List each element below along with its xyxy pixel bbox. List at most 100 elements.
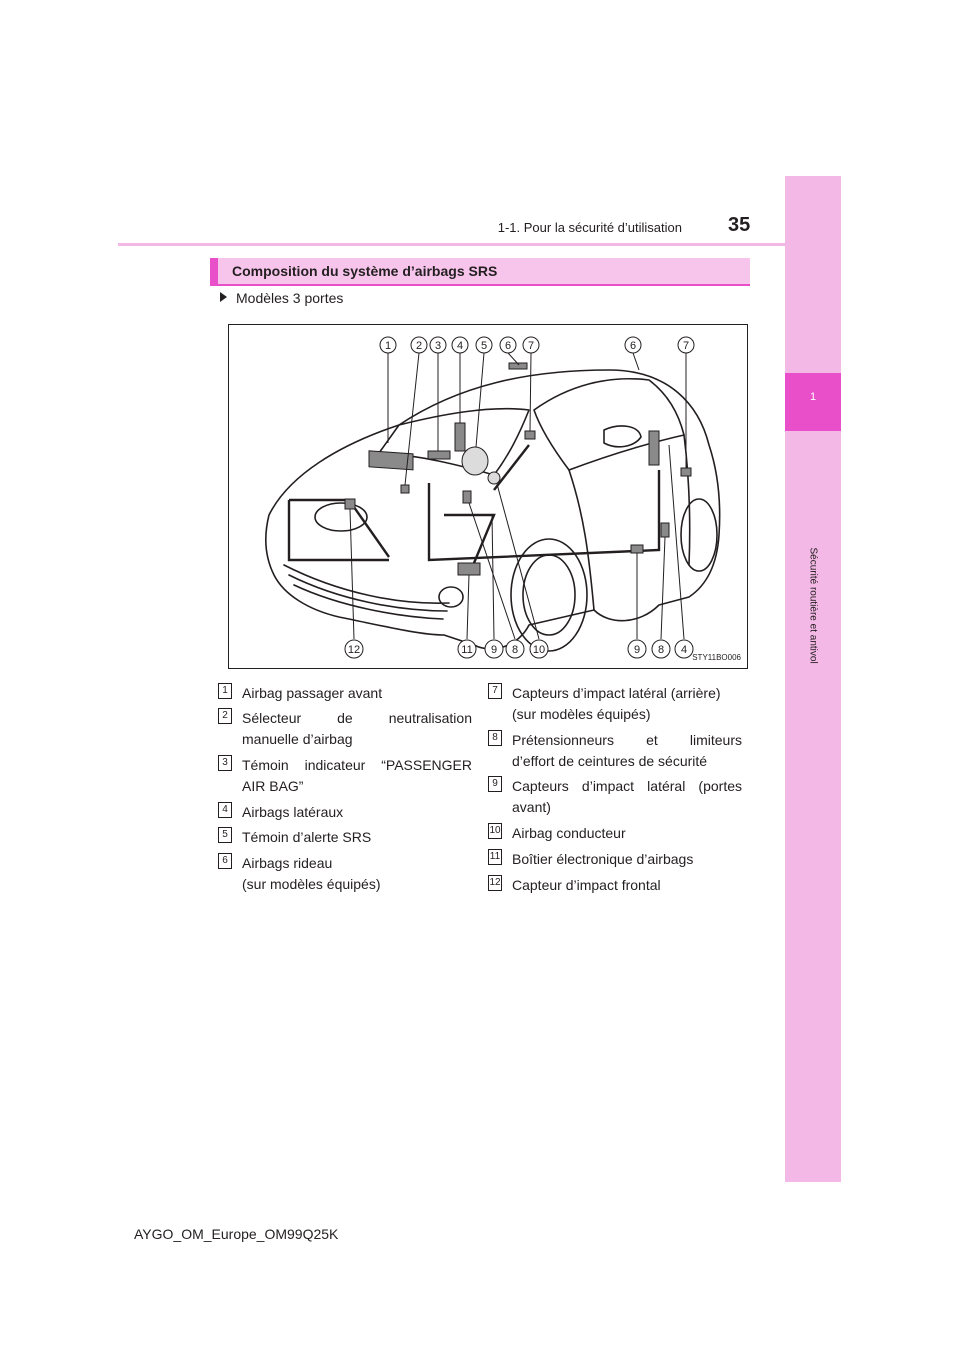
callout-bottom-8: 4 — [675, 640, 693, 658]
model-subheading: Modèles 3 portes — [220, 290, 343, 306]
callout-label: 6 — [505, 340, 511, 352]
callout-label: 4 — [681, 644, 687, 656]
rear-side-sensor — [681, 468, 691, 476]
callout-label: 7 — [683, 340, 689, 352]
legend-text-line2: AIR BAG” — [242, 776, 472, 797]
legend-number: 2 — [218, 708, 232, 724]
arrow-right-icon — [220, 292, 227, 302]
callout-label: 8 — [658, 644, 664, 656]
legend-text: Airbag conducteur — [512, 823, 744, 844]
legend-number: 1 — [218, 683, 232, 699]
curtain-sensor — [525, 431, 535, 439]
side-mirror — [604, 426, 641, 447]
legend-text-line2: (sur modèles équipés) — [512, 704, 744, 725]
callout-bottom-1: 12 — [345, 640, 363, 658]
document-footer: AYGO_OM_Europe_OM99Q25K — [134, 1226, 338, 1242]
callout-label: 5 — [481, 340, 487, 352]
legend-text: Airbags latéraux — [242, 802, 472, 823]
side-airbag — [455, 423, 465, 451]
callout-label: 8 — [512, 644, 518, 656]
legend-number: 4 — [218, 802, 232, 818]
pretensioner — [463, 491, 471, 503]
legend-text-line2: d’effort de ceintures de sécurité — [512, 751, 744, 772]
model-label: Modèles 3 portes — [236, 290, 343, 306]
section-marker — [210, 258, 218, 284]
legend-number: 7 — [488, 683, 502, 699]
callout-bottom-4: 8 — [506, 640, 524, 658]
callout-label: 1 — [385, 340, 391, 352]
legend-text-line2: (sur modèles équipés) — [242, 874, 472, 895]
callout-bottom-7: 8 — [652, 640, 670, 658]
callout-top-2: 2 — [411, 337, 427, 353]
legend-text: Prétensionneurs et limiteurs — [512, 730, 742, 751]
callout-label: 11 — [461, 644, 472, 656]
cutoff-switch — [401, 485, 409, 493]
section-header: 1-1. Pour la sécurité d’utilisation — [498, 220, 682, 235]
callout-label: 9 — [491, 644, 497, 656]
callout-bottom-6: 9 — [628, 640, 646, 658]
legend-text: Airbag passager avant — [242, 683, 472, 704]
fog-light — [439, 587, 463, 607]
rear-pretensioner — [661, 523, 669, 537]
srs-lamp — [488, 472, 500, 484]
callout-label: 6 — [630, 340, 636, 352]
callout-label: 10 — [533, 644, 545, 656]
callout-top-9: 7 — [678, 337, 694, 353]
callout-bottom-2: 11 — [458, 640, 476, 658]
callout-top-1: 1 — [380, 337, 396, 353]
legend-number: 12 — [488, 875, 502, 891]
legend-text: Capteurs d’impact latéral (portes — [512, 776, 742, 797]
rear-wheel — [681, 499, 717, 571]
legend-number: 9 — [488, 776, 502, 792]
callout-top-8: 6 — [625, 337, 641, 353]
side-strip — [785, 176, 841, 1182]
airbag-system-figure: 1 2 3 4 5 6 7 6 7 12 11 9 8 10 9 8 4 STY… — [228, 324, 748, 669]
headlight — [315, 503, 367, 531]
legend-number: 3 — [218, 755, 232, 771]
chapter-label: Sécurité routière et antivol — [808, 548, 819, 634]
figure-code: STY11BO006 — [692, 653, 741, 662]
callout-label: 12 — [348, 644, 360, 656]
legend-text: Airbags rideau — [242, 853, 472, 874]
legend-text-line2: avant) — [512, 797, 744, 818]
callout-label: 3 — [435, 340, 441, 352]
legend-number: 10 — [488, 823, 502, 839]
legend-text: Boîtier électronique d’airbags — [512, 849, 744, 870]
legend-text: Capteur d’impact frontal — [512, 875, 744, 896]
header-rule — [118, 243, 841, 246]
section-title-bar: Composition du système d’airbags SRS — [210, 258, 750, 286]
legend-number: 5 — [218, 827, 232, 843]
page-number: 35 — [728, 214, 750, 237]
legend-text-line2: manuelle d’airbag — [242, 729, 472, 750]
callout-label: 7 — [528, 340, 534, 352]
section-title: Composition du système d’airbags SRS — [232, 263, 497, 279]
callout-label: 2 — [416, 340, 422, 352]
airbag-components — [345, 363, 691, 575]
legend-number: 6 — [218, 853, 232, 869]
callout-bottom-3: 9 — [485, 640, 503, 658]
legend-number: 11 — [488, 849, 502, 865]
car-airbag-diagram: 1 2 3 4 5 6 7 6 7 12 11 9 8 10 9 8 4 — [229, 325, 749, 670]
figure-callouts: 1 2 3 4 5 6 7 6 7 12 11 9 8 10 9 8 4 — [345, 337, 694, 658]
callout-bottom-5: 10 — [530, 640, 548, 658]
legend-text: Capteurs d’impact latéral (arrière) — [512, 683, 744, 704]
callout-label: 4 — [457, 340, 463, 352]
door-sensor — [631, 545, 643, 553]
legend-text: Sélecteur de neutralisation — [242, 708, 472, 729]
indicator-lamp — [428, 451, 450, 459]
passenger-airbag — [369, 451, 413, 470]
callout-top-6: 6 — [500, 337, 516, 353]
front-sensor — [345, 499, 355, 509]
callout-top-7: 7 — [523, 337, 539, 353]
driver-airbag-wheel — [462, 447, 488, 475]
side-window — [534, 379, 684, 470]
legend-text: Témoin indicateur “PASSENGER — [242, 755, 472, 776]
car-body-outline — [266, 370, 720, 649]
callout-top-5: 5 — [476, 337, 492, 353]
chapter-tab[interactable]: 1 — [785, 373, 841, 431]
chapter-number: 1 — [785, 391, 841, 403]
callout-label: 9 — [634, 644, 640, 656]
ecu — [458, 563, 480, 575]
legend-text: Témoin d’alerte SRS — [242, 827, 472, 848]
callout-top-4: 4 — [452, 337, 468, 353]
